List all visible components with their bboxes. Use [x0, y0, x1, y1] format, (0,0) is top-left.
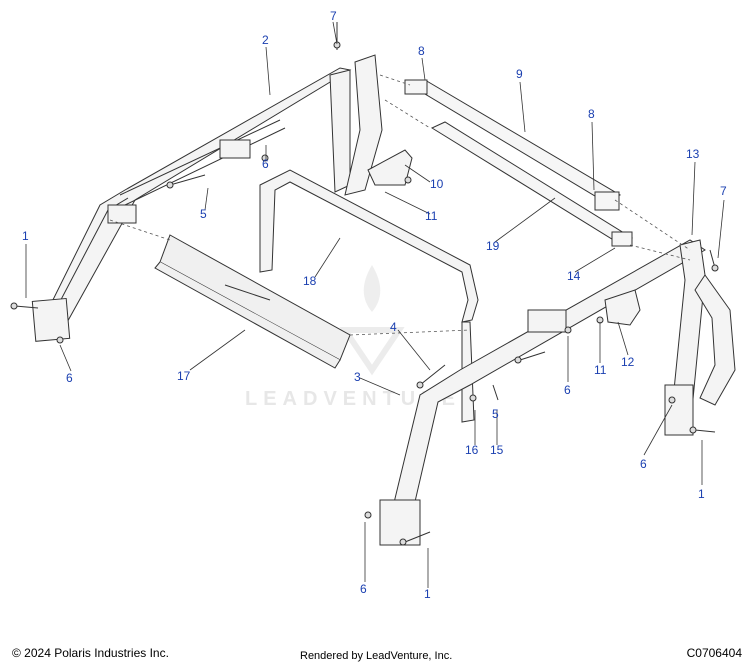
callout-11-upper: 11	[425, 209, 438, 223]
watermark: LEADVENTURE	[245, 265, 461, 410]
callout-6-right: 6	[640, 457, 647, 471]
callout-9: 9	[516, 67, 523, 81]
callout-10: 10	[430, 177, 444, 191]
callout-7-left: 7	[330, 9, 337, 23]
callout-1-left: 1	[22, 229, 29, 243]
right-side-rail	[379, 239, 736, 546]
callout-11-lower: 11	[594, 363, 607, 377]
callout-1-right: 1	[698, 487, 705, 501]
callout-6-left: 6	[66, 371, 73, 385]
copyright-text: © 2024 Polaris Industries Inc.	[12, 646, 169, 660]
callout-7-right: 7	[720, 184, 727, 198]
left-side-rail	[31, 67, 352, 342]
alignment-lines	[109, 74, 691, 336]
callout-4: 4	[390, 320, 397, 334]
rear-cross-bars	[404, 79, 634, 247]
callout-1-front: 1	[424, 587, 431, 601]
callout-18: 18	[303, 274, 317, 288]
callouts: 1 1 1 2 3 4 5 5 6 6 6 6 6 7 7 8 8 9 10 1…	[22, 9, 727, 601]
panel-17	[154, 234, 351, 369]
callout-19: 19	[486, 239, 500, 253]
callout-8-left: 8	[418, 44, 425, 58]
bracket-10	[367, 149, 413, 186]
callout-14: 14	[567, 269, 581, 283]
callout-15: 15	[490, 443, 504, 457]
callout-16: 16	[465, 443, 479, 457]
rear-left-upright	[329, 54, 383, 196]
callout-6-center: 6	[564, 383, 571, 397]
callout-12: 12	[621, 355, 635, 369]
watermark-text: LEADVENTURE	[245, 388, 461, 410]
callout-5-right: 5	[492, 407, 499, 421]
callout-2: 2	[262, 33, 269, 47]
callout-13: 13	[686, 147, 700, 161]
callout-6-upper: 6	[262, 157, 269, 171]
callout-6-front: 6	[360, 582, 367, 596]
leader-lines	[25, 21, 725, 588]
rendered-by-text: Rendered by LeadVenture, Inc.	[300, 650, 453, 662]
callout-17: 17	[177, 369, 191, 383]
diagram-id: C0706404	[686, 646, 742, 660]
callout-8-right: 8	[588, 107, 595, 121]
callout-5-left: 5	[200, 207, 207, 221]
callout-3: 3	[354, 370, 361, 384]
